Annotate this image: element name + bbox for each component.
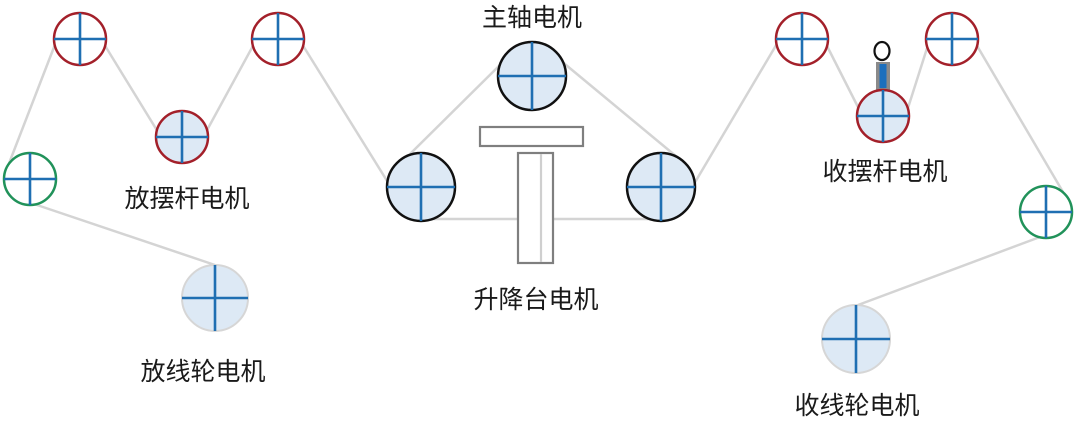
spindle-roller (496, 40, 568, 112)
label-payoff-dancer-motor: 放摆杆电机 (124, 184, 249, 213)
payoff-tension-roller (2, 151, 58, 207)
takeup-guide-roller-1 (774, 11, 830, 67)
label-payoff-wheel-motor: 放线轮电机 (140, 357, 265, 386)
takeup-dancer-sensor (873, 40, 891, 90)
takeup-guide-roller-2 (924, 11, 980, 67)
left-drive-roller (385, 151, 457, 223)
takeup-dancer-roller (855, 88, 911, 144)
right-drive-roller (625, 151, 697, 223)
lift-table (478, 125, 585, 265)
payoff-guide-roller-2 (250, 11, 306, 67)
label-takeup-wheel-motor: 收线轮电机 (794, 391, 919, 420)
wire-path (6, 41, 1065, 307)
label-lift-table-motor: 升降台电机 (473, 285, 598, 314)
payoff-wheel (181, 264, 249, 332)
label-spindle-motor: 主轴电机 (482, 3, 582, 32)
takeup-tension-roller (1018, 184, 1074, 240)
payoff-guide-roller-1 (52, 11, 108, 67)
payoff-dancer-roller (154, 109, 210, 165)
label-takeup-dancer-motor: 收摆杆电机 (822, 157, 947, 186)
takeup-wheel (821, 304, 891, 374)
